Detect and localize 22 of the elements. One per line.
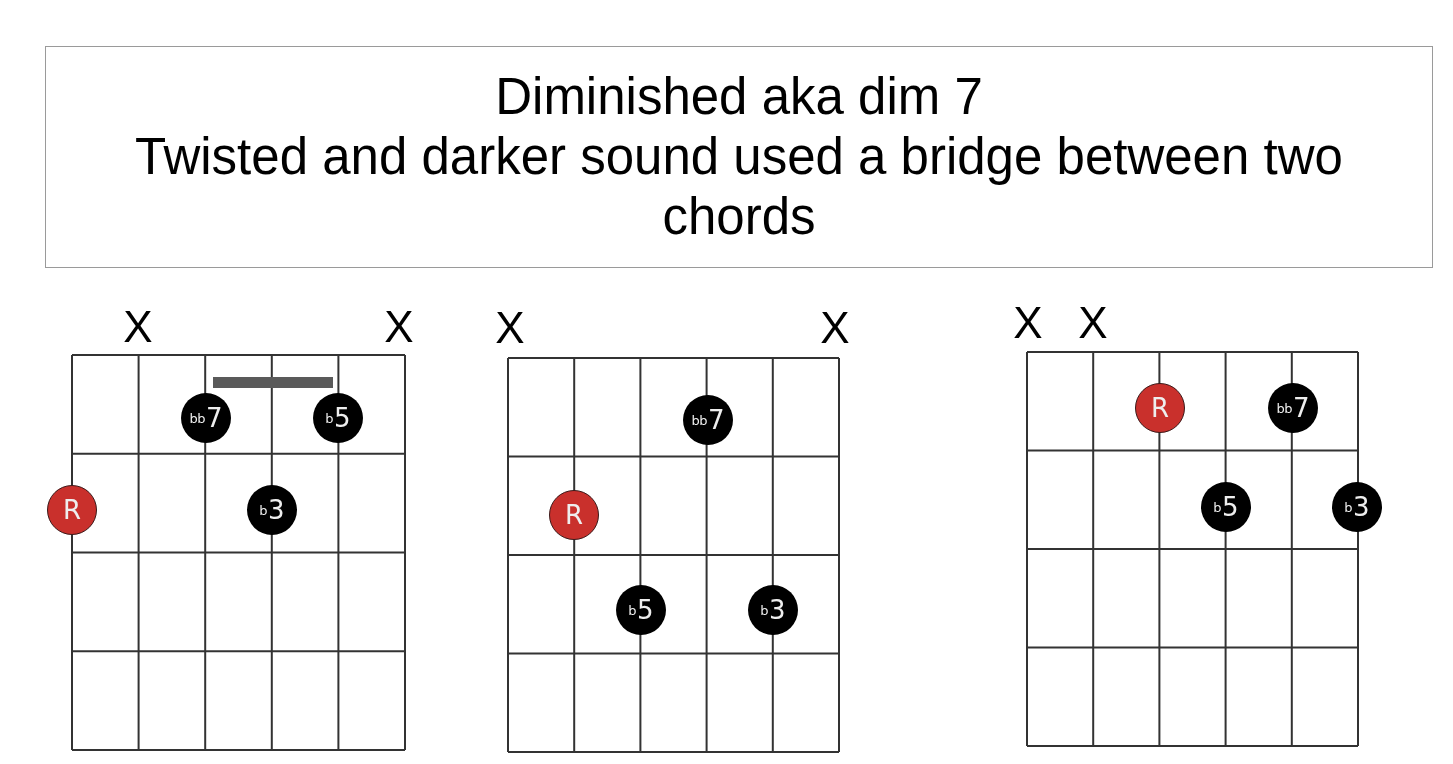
fretboard-grid xyxy=(508,358,839,752)
finger-dot: $^{b}$3 xyxy=(1332,482,1382,532)
muted-string-mark: X xyxy=(495,306,525,350)
muted-string-mark: X xyxy=(1013,301,1043,345)
finger-dot: $^{bb}$7 xyxy=(683,395,733,445)
muted-string-mark: X xyxy=(1078,301,1108,345)
muted-string-mark: X xyxy=(820,306,850,350)
finger-dot: $^{b}$5 xyxy=(616,585,666,635)
finger-dot: R xyxy=(549,490,599,540)
muted-string-mark: X xyxy=(123,305,153,349)
finger-dot: $^{b}$5 xyxy=(313,393,363,443)
finger-dot: $^{b}$5 xyxy=(1201,482,1251,532)
finger-dot: $^{b}$3 xyxy=(247,485,297,535)
chord-description: Twisted and darker sound used a bridge between two chords xyxy=(134,127,1344,247)
title-box xyxy=(45,46,1433,268)
muted-string-mark: X xyxy=(384,305,414,349)
finger-dot: $^{bb}$7 xyxy=(1268,383,1318,433)
finger-dot: R xyxy=(1135,383,1185,433)
chord-title: Diminished aka dim 7 xyxy=(495,67,983,127)
finger-dot: $^{b}$3 xyxy=(748,585,798,635)
finger-dot: R xyxy=(47,485,97,535)
finger-dot: $^{bb}$7 xyxy=(181,393,231,443)
